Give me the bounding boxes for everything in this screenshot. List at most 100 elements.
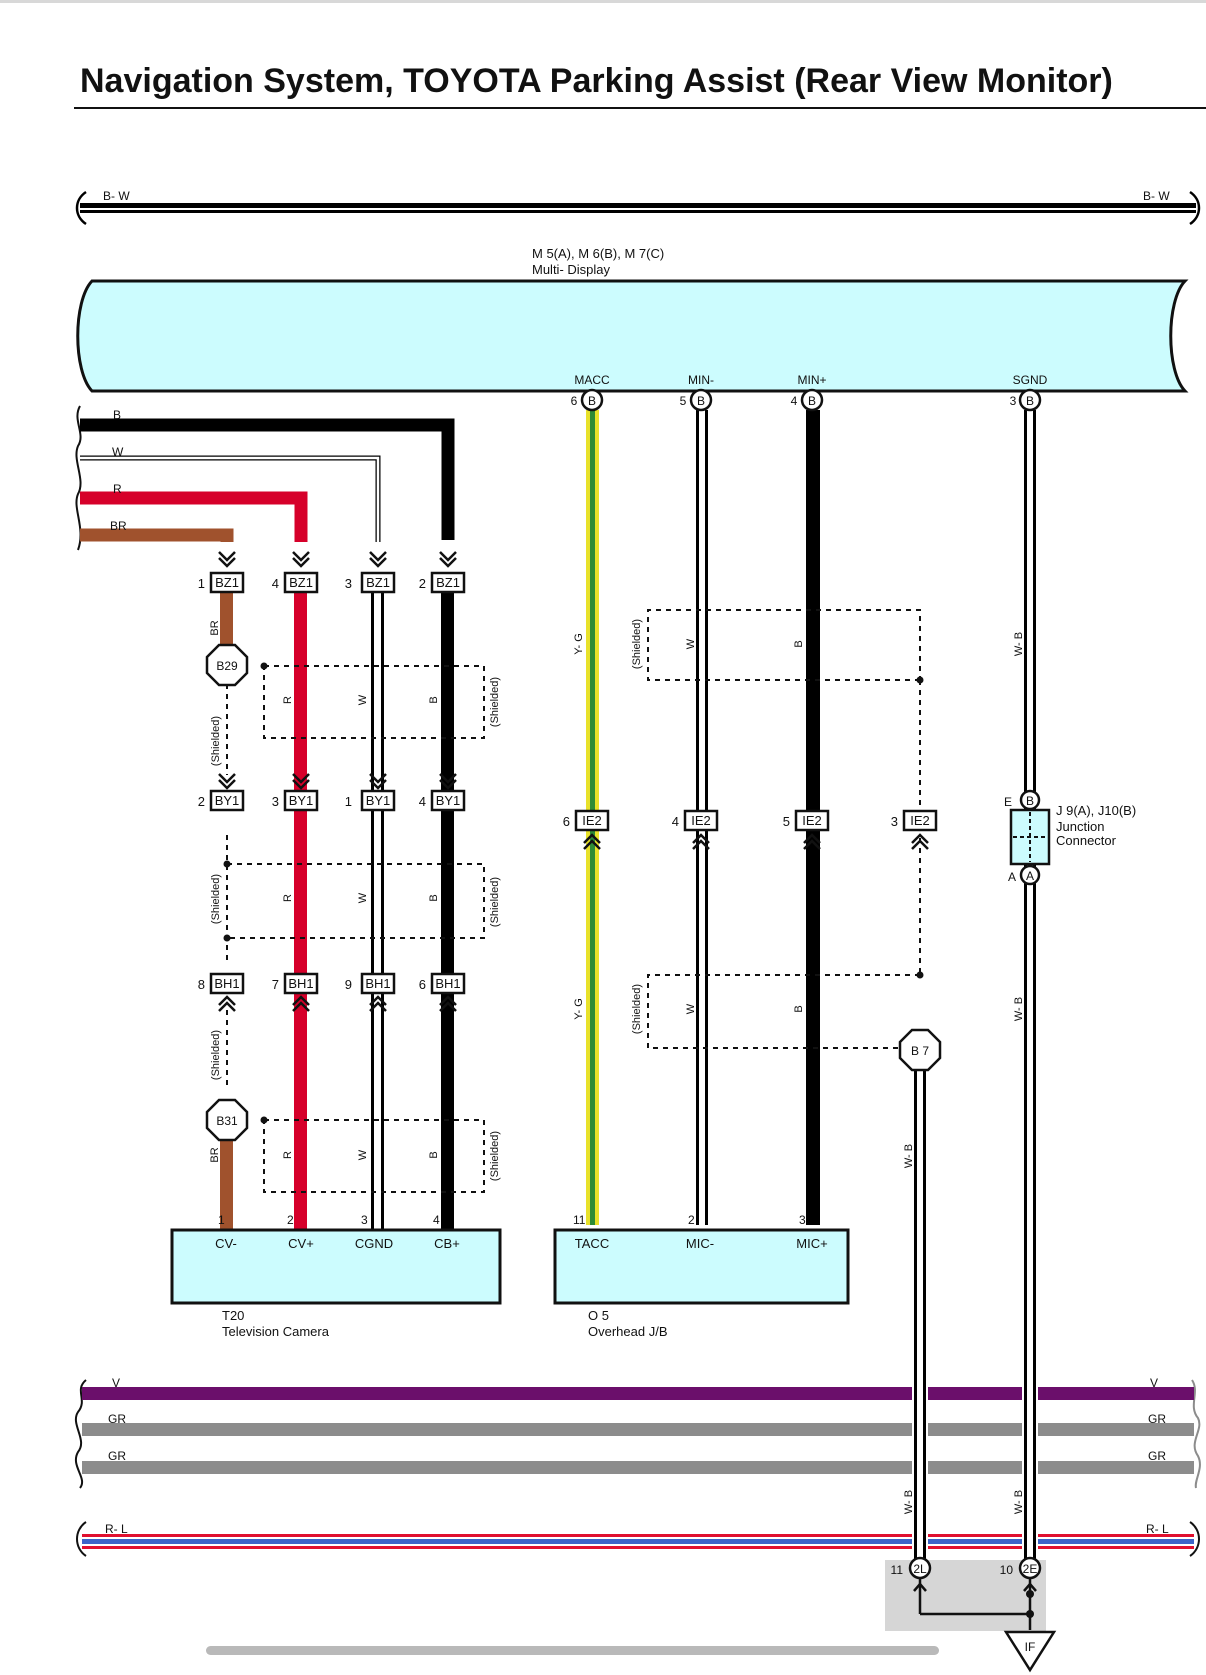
svg-text:4: 4 xyxy=(672,814,679,829)
connector-bz1: BZ1 BZ1 BZ1 BZ1 1 4 3 2 xyxy=(198,571,466,594)
mic-wire-labels: Y- G Y- G W W B B (Shielded) (Shielded) … xyxy=(573,619,1025,1514)
svg-text:6: 6 xyxy=(563,814,570,829)
svg-text:CGND: CGND xyxy=(355,1236,393,1251)
bz1-id-2: BZ1 xyxy=(289,575,313,590)
horizontal-scrollbar[interactable] xyxy=(206,1646,939,1655)
bz1-num-4: 2 xyxy=(419,576,426,591)
svg-text:(Shielded): (Shielded) xyxy=(631,984,643,1034)
svg-text:E: E xyxy=(1004,795,1012,809)
svg-text:(Shielded): (Shielded) xyxy=(489,877,501,927)
svg-text:MIC+: MIC+ xyxy=(796,1236,827,1251)
connector-ie2: IE2 IE2 IE2 IE2 6 4 5 3 xyxy=(563,809,938,851)
svg-text:B: B xyxy=(428,1151,440,1158)
svg-text:GR: GR xyxy=(108,1412,126,1426)
svg-text:3: 3 xyxy=(799,1213,806,1227)
connector-by1: BY1 BY1 BY1 BY1 2 3 1 4 xyxy=(198,789,466,812)
junction-name-2: Connector xyxy=(1056,833,1117,848)
by1-num-2: 3 xyxy=(272,794,279,809)
svg-text:B: B xyxy=(793,1005,805,1012)
svg-text:W- B: W- B xyxy=(1013,632,1025,656)
multi-display-name: Multi- Display xyxy=(532,262,611,277)
camera-name: Television Camera xyxy=(222,1324,330,1339)
pin-label-macc: MACC xyxy=(574,373,610,387)
bus-bw-label-right: B- W xyxy=(1143,189,1170,203)
svg-text:R: R xyxy=(282,696,294,704)
svg-text:(Shielded): (Shielded) xyxy=(489,1131,501,1181)
bh1-id-4: BH1 xyxy=(435,976,460,991)
bz1-id-3: BZ1 xyxy=(366,575,390,590)
svg-text:(Shielded): (Shielded) xyxy=(210,874,222,924)
left-bus-wires: B W R BR xyxy=(75,405,455,551)
svg-text:GR: GR xyxy=(108,1449,126,1463)
svg-text:B: B xyxy=(697,394,705,408)
svg-text:5: 5 xyxy=(680,394,687,408)
svg-text:R- L: R- L xyxy=(105,1522,128,1536)
svg-text:R: R xyxy=(282,1151,294,1159)
svg-text:IE2: IE2 xyxy=(582,813,602,828)
svg-text:2E: 2E xyxy=(1023,1562,1038,1576)
svg-text:B: B xyxy=(428,894,440,901)
svg-text:B: B xyxy=(793,640,805,647)
svg-text:W: W xyxy=(357,694,369,705)
by1-num-4: 4 xyxy=(419,794,426,809)
junction-codes: J 9(A), J10(B) xyxy=(1056,803,1136,818)
bz1-num-2: 4 xyxy=(272,576,279,591)
by1-id-1: BY1 xyxy=(215,793,240,808)
multi-display-codes: M 5(A), M 6(B), M 7(C) xyxy=(532,246,664,261)
svg-text:5: 5 xyxy=(783,814,790,829)
svg-text:W: W xyxy=(357,1149,369,1160)
bus-label-br: BR xyxy=(110,519,127,533)
bus-bw: B- W B- W xyxy=(75,189,1201,226)
shield-lines-mic xyxy=(647,609,921,1049)
svg-text:3: 3 xyxy=(891,814,898,829)
svg-text:B: B xyxy=(428,696,440,703)
junction-name-1: Junction xyxy=(1056,819,1104,834)
svg-text:V: V xyxy=(1150,1376,1158,1390)
bz1-num-1: 1 xyxy=(198,576,205,591)
bus-label-w: W xyxy=(112,445,124,459)
svg-text:11: 11 xyxy=(573,1213,586,1227)
top-edge-bar xyxy=(0,0,1206,3)
camera-code: T20 xyxy=(222,1308,244,1323)
svg-text:IE2: IE2 xyxy=(691,813,711,828)
svg-text:A: A xyxy=(1026,869,1034,883)
svg-text:BR: BR xyxy=(209,620,221,635)
svg-text:IF: IF xyxy=(1025,1640,1036,1654)
svg-text:IE2: IE2 xyxy=(802,813,822,828)
svg-text:6: 6 xyxy=(571,394,578,408)
bh1-num-4: 6 xyxy=(419,977,426,992)
svg-text:R- L: R- L xyxy=(1146,1522,1169,1536)
svg-text:B 7: B 7 xyxy=(911,1044,929,1058)
svg-text:TACC: TACC xyxy=(575,1236,609,1251)
television-camera-box: 1 2 3 4 CV- CV+ CGND CB+ T20 Television … xyxy=(170,1213,502,1339)
overhead-jb-box: 11 2 3 TACC MIC- MIC+ O 5 Overhead J/B xyxy=(553,1213,850,1339)
svg-text:W- B: W- B xyxy=(903,1144,915,1168)
bz1-id-1: BZ1 xyxy=(215,575,239,590)
svg-text:BR: BR xyxy=(209,1147,221,1162)
bh1-num-2: 7 xyxy=(272,977,279,992)
title-underline xyxy=(74,107,1206,109)
camera-wire-labels: BR BR R R R W W W B B B (Shielded) (Shie… xyxy=(209,620,501,1181)
svg-text:3: 3 xyxy=(361,1213,368,1227)
bh1-num-3: 9 xyxy=(345,977,352,992)
svg-text:10: 10 xyxy=(1000,1563,1014,1577)
svg-text:4: 4 xyxy=(433,1213,440,1227)
svg-text:2L: 2L xyxy=(913,1562,927,1576)
display-pins: 6 5 4 3 xyxy=(571,394,1017,408)
wire-sgnd xyxy=(1024,410,1036,1560)
svg-text:W: W xyxy=(357,892,369,903)
svg-text:1: 1 xyxy=(218,1213,225,1227)
svg-text:B: B xyxy=(808,394,816,408)
by1-num-1: 2 xyxy=(198,794,205,809)
svg-text:IE2: IE2 xyxy=(910,813,930,828)
svg-text:3: 3 xyxy=(1010,394,1017,408)
overhead-jb-code: O 5 xyxy=(588,1308,609,1323)
svg-text:(Shielded): (Shielded) xyxy=(489,677,501,727)
wb-wires-over-bus xyxy=(912,1380,1038,1560)
svg-text:R: R xyxy=(282,894,294,902)
page-title: Navigation System, TOYOTA Parking Assist… xyxy=(80,62,1113,100)
svg-text:CV-: CV- xyxy=(215,1236,237,1251)
bus-label-r: R xyxy=(113,482,122,496)
ground-point-b7: B 7 xyxy=(898,1028,942,1072)
